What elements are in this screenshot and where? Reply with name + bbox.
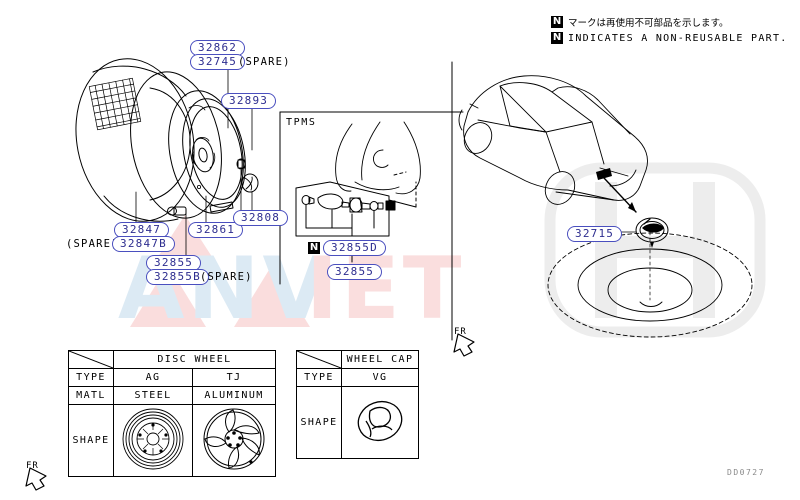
disc-shape-alloy-wheel-image — [192, 404, 276, 477]
part-label-32847[interactable]: 32847 — [114, 222, 170, 238]
tpms-panel-frame — [279, 111, 464, 285]
balance-weight-part — [167, 206, 187, 216]
fr-arrow-page — [25, 467, 47, 491]
disc-matl-steel: STEEL — [113, 386, 193, 405]
spare-tire-well — [547, 231, 753, 338]
cap-table-corner-cell — [296, 350, 342, 369]
fr-arrow-vehicle-panel — [453, 333, 475, 357]
disc-wheel-table: DISC WHEEL TYPE AG TJ MATL STEEL ALUMINU… — [68, 350, 276, 477]
part-label-32855d[interactable]: 32855D — [323, 240, 386, 256]
disc-shape-steel-wheel-image — [113, 404, 193, 477]
jack-part — [635, 217, 669, 248]
cap-table-row-shape: SHAPE — [296, 386, 419, 459]
part-label-32808[interactable]: 32808 — [233, 210, 289, 226]
legend-en-text: INDICATES A NON-REUSABLE PART. — [568, 32, 788, 44]
disc-table-corner-cell — [68, 350, 114, 369]
disc-row-key-matl: MATL — [68, 386, 114, 405]
wheel-cap-table: WHEEL CAP TYPE VG SHAPE — [296, 350, 419, 459]
tpms-panel-title: TPMS — [286, 117, 317, 128]
tpms-leader-lines — [305, 204, 375, 263]
cap-table-row-header: WHEEL CAP — [296, 350, 419, 369]
disc-matl-aluminum: ALUMINUM — [192, 386, 276, 405]
cap-table-row-type: TYPE VG — [296, 368, 419, 387]
disc-type-ag: AG — [113, 368, 193, 387]
part-label-32893[interactable]: 32893 — [221, 93, 277, 109]
part-label-32855-valve[interactable]: 32855 — [327, 264, 383, 280]
table-row-matl: MATL STEEL ALUMINUM — [68, 386, 276, 405]
part-label-32855[interactable]: 32855 — [146, 255, 202, 271]
cap-table-header: WHEEL CAP — [341, 350, 419, 369]
cap-row-key-shape: SHAPE — [296, 386, 342, 459]
jack-callout-arrow — [603, 177, 637, 213]
fr-marker-page: FR — [26, 455, 39, 473]
part-label-32745[interactable]: 32745 — [190, 54, 246, 70]
part-label-32847b[interactable]: 32847B — [112, 236, 175, 252]
tpms-wheel-outline — [335, 121, 421, 195]
part-label-spare-prefix: (SPARE) — [66, 238, 119, 250]
disc-table-header: DISC WHEEL — [113, 350, 276, 369]
tire-illustration — [75, 58, 222, 222]
vehicle-illustration — [458, 75, 648, 205]
part-label-32861[interactable]: 32861 — [188, 222, 244, 238]
part-label-32855b-spare-note: (SPARE) — [200, 271, 253, 283]
tpms-sensor-label-group[interactable]: N 32855D — [308, 240, 386, 256]
part-label-32715[interactable]: 32715 — [567, 226, 623, 242]
legend: N マークは再使用不可部品を示します。 N INDICATES A NON-RE… — [551, 14, 791, 46]
disc-wheel-illustration — [168, 90, 246, 214]
fr-marker-page-text: FR — [26, 461, 39, 471]
legend-row-jp: N マークは再使用不可部品を示します。 — [551, 14, 791, 30]
part-label-32745-spare-note: (SPARE) — [238, 56, 291, 68]
valve-stem-part — [209, 201, 234, 213]
disc-type-tj: TJ — [192, 368, 276, 387]
cap-shape-image — [341, 386, 419, 459]
vehicle-panel-frame — [451, 61, 453, 341]
part-label-32855b[interactable]: 32855B — [146, 269, 209, 285]
cap-type-vg: VG — [341, 368, 419, 387]
drawing-code: DD0727 — [727, 468, 765, 477]
non-reusable-badge-icon: N — [551, 16, 563, 28]
legend-row-en: N INDICATES A NON-REUSABLE PART. — [551, 30, 791, 46]
wheel-cap-part — [241, 173, 259, 193]
cap-row-key-type: TYPE — [296, 368, 342, 387]
table-row-type: TYPE AG TJ — [68, 368, 276, 387]
tpms-sensor-parts — [301, 193, 396, 213]
jack-location-marker — [596, 168, 612, 180]
fr-marker-vehicle-text: FR — [454, 327, 467, 337]
tpms-detail-box — [295, 171, 417, 237]
fr-marker-vehicle: FR — [454, 321, 467, 339]
wheel-nut-part — [236, 158, 246, 170]
table-row-header: DISC WHEEL — [68, 350, 276, 369]
disc-row-key-type: TYPE — [68, 368, 114, 387]
disc-row-key-shape: SHAPE — [68, 404, 114, 477]
non-reusable-badge-icon-tpms: N — [308, 242, 320, 254]
non-reusable-badge-icon-en: N — [551, 32, 563, 44]
legend-jp-text: マークは再使用不可部品を示します。 — [568, 18, 729, 29]
table-row-shape: SHAPE — [68, 404, 276, 477]
